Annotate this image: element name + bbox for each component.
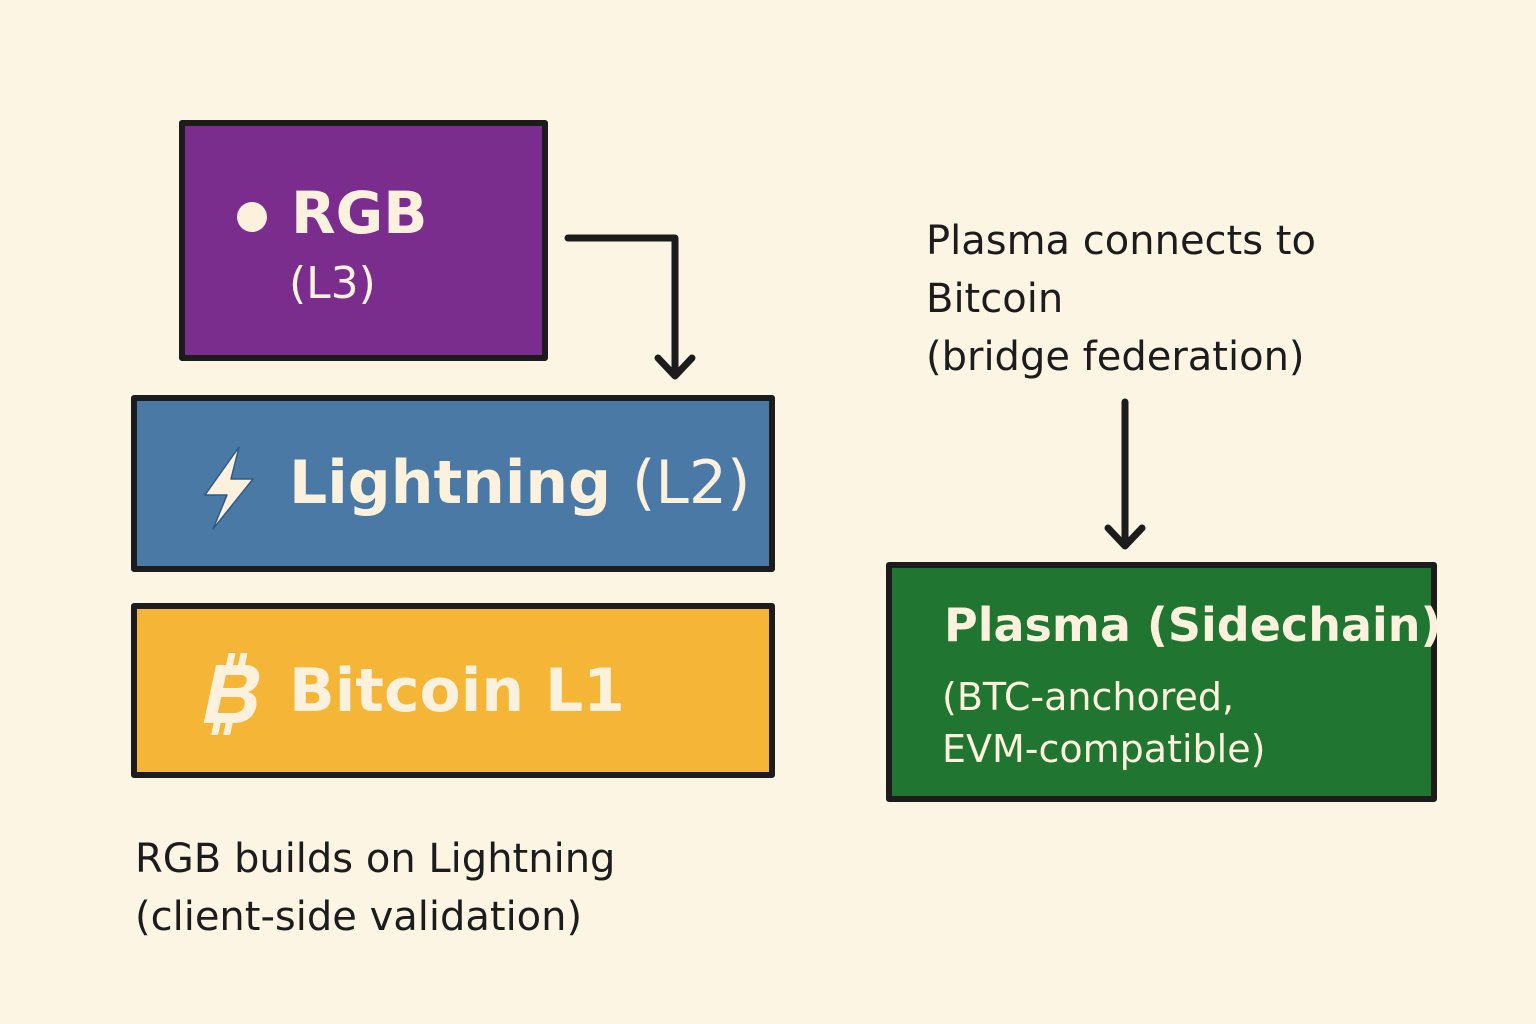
caption-line: Bitcoin xyxy=(926,276,1064,322)
lightning-layer-box: Lightning (L2) xyxy=(131,395,775,572)
bitcoin-layer-box: Bitcoin L1 xyxy=(131,603,775,778)
caption-line: RGB builds on Lightning xyxy=(135,836,616,882)
caption-line: Plasma connects to xyxy=(926,218,1316,264)
rgb-builds-caption: RGB builds on Lightning (client-side val… xyxy=(135,830,615,946)
rgb-to-lightning-arrow xyxy=(564,234,696,380)
caption-line: (bridge federation) xyxy=(926,334,1305,380)
lightning-layer-title: Lightning xyxy=(289,448,612,518)
rgb-layer-subtitle: (L3) xyxy=(289,258,376,309)
rgb-layer-title: RGB xyxy=(291,179,428,247)
lightning-bolt-icon xyxy=(204,446,254,530)
bitcoin-layer-title: Bitcoin L1 xyxy=(289,656,625,726)
rgb-layer-box: RGB (L3) xyxy=(179,120,548,361)
plasma-subtitle-line2: EVM-compatible) xyxy=(942,727,1266,771)
lightning-layer-subtitle: (L2) xyxy=(631,448,751,518)
caption-to-plasma-arrow xyxy=(1104,398,1146,550)
bitcoin-icon xyxy=(203,653,260,735)
plasma-title: Plasma (Sidechain) xyxy=(944,598,1442,652)
plasma-connection-caption: Plasma connects to Bitcoin (bridge feder… xyxy=(926,212,1316,386)
plasma-sidechain-box: Plasma (Sidechain) (BTC-anchored, EVM-co… xyxy=(886,562,1442,802)
dot-icon xyxy=(237,202,267,232)
plasma-subtitle-line1: (BTC-anchored, xyxy=(942,675,1235,719)
lightning-layer-label: Lightning (L2) xyxy=(289,453,750,513)
caption-line: (client-side validation) xyxy=(135,894,583,940)
